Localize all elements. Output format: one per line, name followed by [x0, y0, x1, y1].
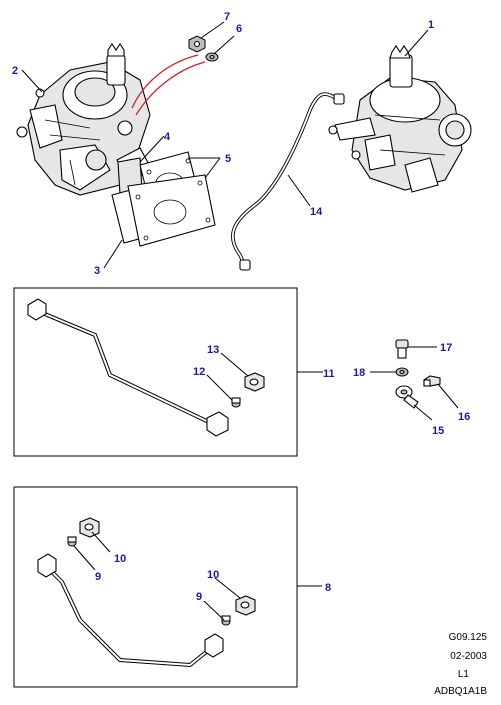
footer-date: 02-2003: [450, 651, 487, 662]
injector-pipe-11: [27, 298, 229, 437]
callout-9-upper: 9: [95, 571, 101, 583]
banjo-15: [395, 385, 419, 409]
frame-8: [13, 486, 298, 688]
callout-10-upper: 10: [114, 553, 126, 565]
callout-2: 2: [12, 65, 18, 77]
olive-12: [231, 397, 241, 408]
leakoff-pipe-14: [230, 92, 345, 271]
callout-18: 18: [353, 367, 365, 379]
nut-10-upper: [79, 517, 100, 538]
leader-lines: [21, 21, 459, 621]
olive-9-upper: [67, 536, 77, 547]
callout-17: 17: [440, 342, 452, 354]
nut-10-lower: [235, 595, 256, 616]
callout-9-lower: 9: [196, 591, 202, 603]
washer-6: [205, 52, 219, 62]
washer-18: [395, 367, 409, 377]
callout-13: 13: [207, 344, 219, 356]
olive-9-lower: [221, 615, 231, 626]
frame-11: [13, 287, 298, 457]
callout-11: 11: [323, 368, 335, 380]
nut-7: [188, 35, 206, 53]
callout-6: 6: [236, 23, 242, 35]
callout-12: 12: [193, 366, 205, 378]
footer-ref: ADBQ1A1B: [434, 686, 487, 697]
callout-16: 16: [458, 411, 470, 423]
injection-pump-left: [16, 43, 153, 196]
callout-1: 1: [428, 19, 434, 31]
screw-16: [423, 375, 441, 387]
gasket-3: [111, 174, 216, 247]
injection-pump-right: [328, 45, 472, 193]
highlight-pipe-2: [135, 61, 206, 116]
callout-15: 15: [432, 425, 444, 437]
bolt-17: [395, 339, 409, 359]
callout-8: 8: [325, 582, 331, 594]
injector-pipe-8: [37, 553, 224, 668]
highlight-pipe-1: [131, 54, 199, 109]
footer-code: G09.125: [448, 632, 487, 643]
nut-13: [244, 372, 265, 392]
callout-14: 14: [310, 206, 323, 218]
footer-level: L1: [457, 669, 469, 680]
callout-5: 5: [225, 153, 231, 165]
callout-10-lower: 10: [207, 569, 219, 581]
callout-4: 4: [164, 131, 171, 143]
callout-3: 3: [94, 265, 100, 277]
callout-7: 7: [224, 11, 230, 23]
